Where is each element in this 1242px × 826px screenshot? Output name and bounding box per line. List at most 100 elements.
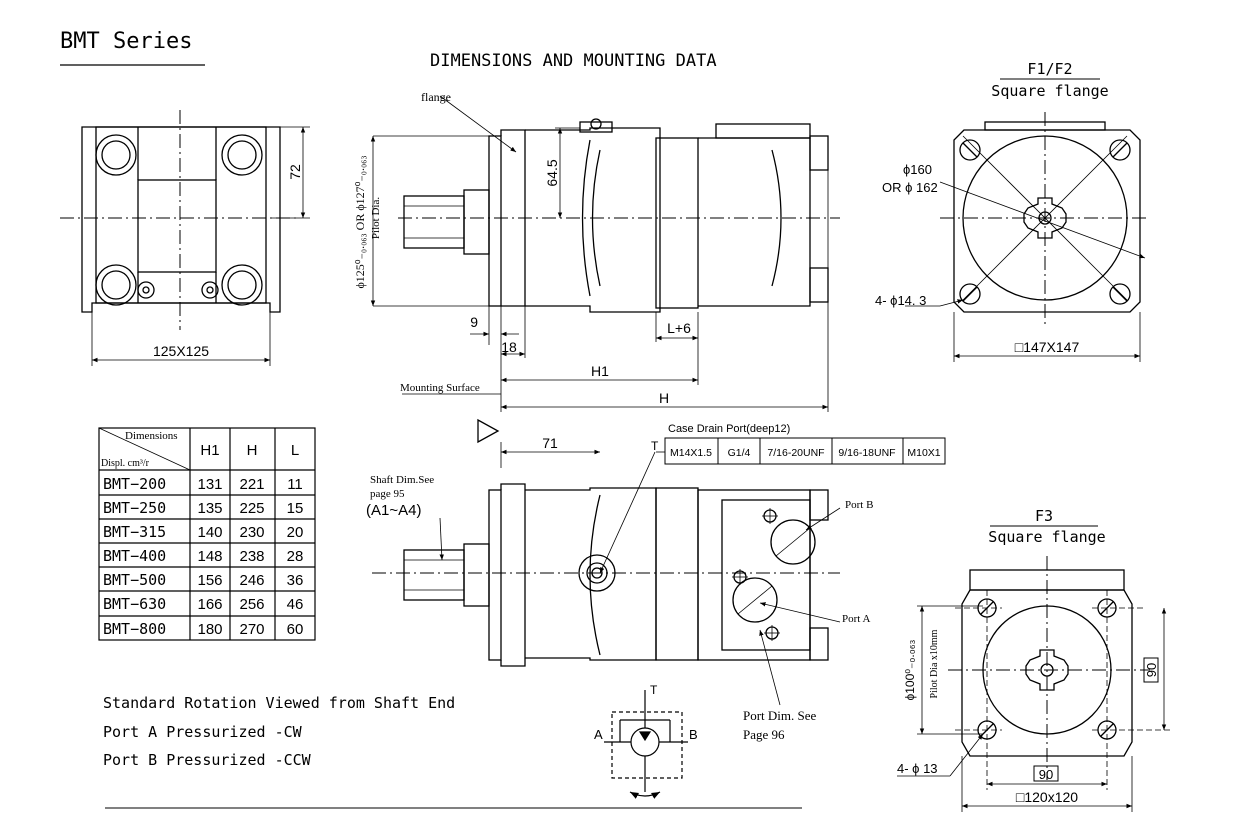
port-b-label: Port B [845,499,873,511]
rotation-line-3: Port B Pressurized -CCW [103,751,312,769]
case-drain-port-cell: 7/16-20UNF [767,447,824,459]
table-cell-model: BMT−500 [103,571,166,589]
table-cell-model: BMT−250 [103,499,166,517]
dim-64-5-label: 64.5 [544,159,560,186]
dim-18-label: 18 [501,339,517,355]
side-view-gerotor [655,137,699,309]
port-b-circle [770,519,816,565]
table-col-header: H [247,442,258,459]
dimension-table [98,427,316,641]
bottom-view-shaft-collar [463,543,490,607]
dim-h1-label: H1 [591,363,609,379]
table-cell-l: 60 [287,621,304,638]
front-view-bolt-top-right [221,134,263,176]
port-block-bolt-3 [764,625,780,641]
dim-125-label: 125X125 [153,343,209,359]
case-drain-title: Case Drain Port(deep12) [668,423,790,435]
front-view-body [81,126,281,313]
series-title: BMT Series [60,29,192,54]
bottom-view-pilot [488,489,502,661]
f3-dim-90-right: 90 [1144,663,1159,677]
front-view-inner-frame [95,126,267,304]
bottom-view-housing-curve [589,494,601,656]
f3-subtitle: Square flange [988,528,1105,546]
table-row: BMT−400 148 238 28 [103,547,303,565]
side-view-housing [525,127,661,313]
port-block-bolt-2 [732,569,748,585]
f1f2-hole-bottom-right [1109,283,1131,305]
table-cell-h: 238 [239,548,264,565]
f1f2-flange-view [905,112,1150,362]
rotation-line-1: Standard Rotation Viewed from Shaft End [103,694,455,712]
front-view-center-block [137,179,217,273]
port-block-bolt-1 [762,508,778,524]
bottom-view [372,442,841,706]
bottom-view-port-block [721,499,811,651]
dim-72-label: 72 [287,164,303,180]
hydraulic-schematic [604,690,688,799]
table-col-header: H1 [200,442,219,459]
front-view-bolt-bottom-left [95,264,137,306]
schematic-a-label: A [594,727,603,742]
table-cell-l: 11 [287,476,303,493]
front-view [60,110,310,366]
bottom-view-shaft [403,549,465,601]
side-view-bolt-top [809,135,829,171]
side-view-top-port [715,123,811,139]
case-drain-port-cell: M14X1.5 [670,447,712,459]
shaft-note-line-2: page 95 [370,488,405,500]
table-cell-l: 28 [287,548,304,565]
table-cell-h1: 140 [197,524,222,541]
front-view-port-left [137,281,155,299]
bottom-view-bolt-bottom [809,627,829,661]
t-label: T [651,439,659,453]
table-cell-model: BMT−400 [103,547,166,565]
port-dim-line-1: Port Dim. See [743,708,817,723]
side-view-pilot-dia: ϕ125⁰₋₀.₀₆₃ OR ϕ127⁰₋₀.₀₆₃ [353,155,367,288]
table-cell-model: BMT−800 [103,620,166,638]
bottom-view-flange [500,483,526,667]
table-cell-h: 221 [239,476,264,493]
side-view-pilot [488,135,502,307]
table-cell-l: 20 [287,524,304,541]
f3-pilot-note: Pilot Dia x10mm [929,629,940,698]
bottom-view-gerotor [655,487,699,661]
table-row: BMT−200 131 221 11 [103,475,303,493]
table-cell-h: 270 [239,621,264,638]
case-drain-port-cell: M10X1 [907,447,940,459]
front-view-port-right [201,281,219,299]
f1f2-title: F1/F2 [1027,60,1072,78]
f1f2-shaft-spline [1023,197,1067,239]
f3-shaft-spline [1025,649,1069,691]
f1f2-dia-162: OR ϕ 162 [882,180,938,195]
table-cell-model: BMT−200 [103,475,166,493]
table-cell-h1: 131 [197,476,222,493]
front-view-bolt-bottom-right [221,264,263,306]
bottom-view-bolt-top [809,489,829,521]
schematic-b-label: B [689,727,698,742]
table-cell-l: 46 [287,596,304,613]
port-a-label: Port A [842,613,870,625]
dim-l6-label: L+6 [667,320,691,336]
table-cell-h1: 148 [197,548,222,565]
f3-square: □120x120 [1016,789,1078,805]
f3-dim-90-bottom: 90 [1039,767,1053,782]
port-a-circle [732,577,778,623]
f1f2-holes: 4- ϕ14. 3 [875,293,926,308]
table-cell-h1: 166 [197,596,222,613]
main-title: DIMENSIONS AND MOUNTING DATA [430,51,717,71]
shaft-note-line-3: (A1~A4) [366,502,421,519]
side-view-pilot-note: Pilot Dia. [370,197,382,239]
f3-pilot-dia: ϕ100⁰₋₀.₀₆₃ [903,639,917,700]
table-cell-l: 36 [287,572,304,589]
port-dim-line-2: Page 96 [743,727,785,742]
rotation-line-2: Port A Pressurized -CW [103,723,303,741]
side-view-case-drain [579,121,613,133]
side-view-end-cover [698,137,811,307]
mounting-surface-marker [477,418,500,444]
